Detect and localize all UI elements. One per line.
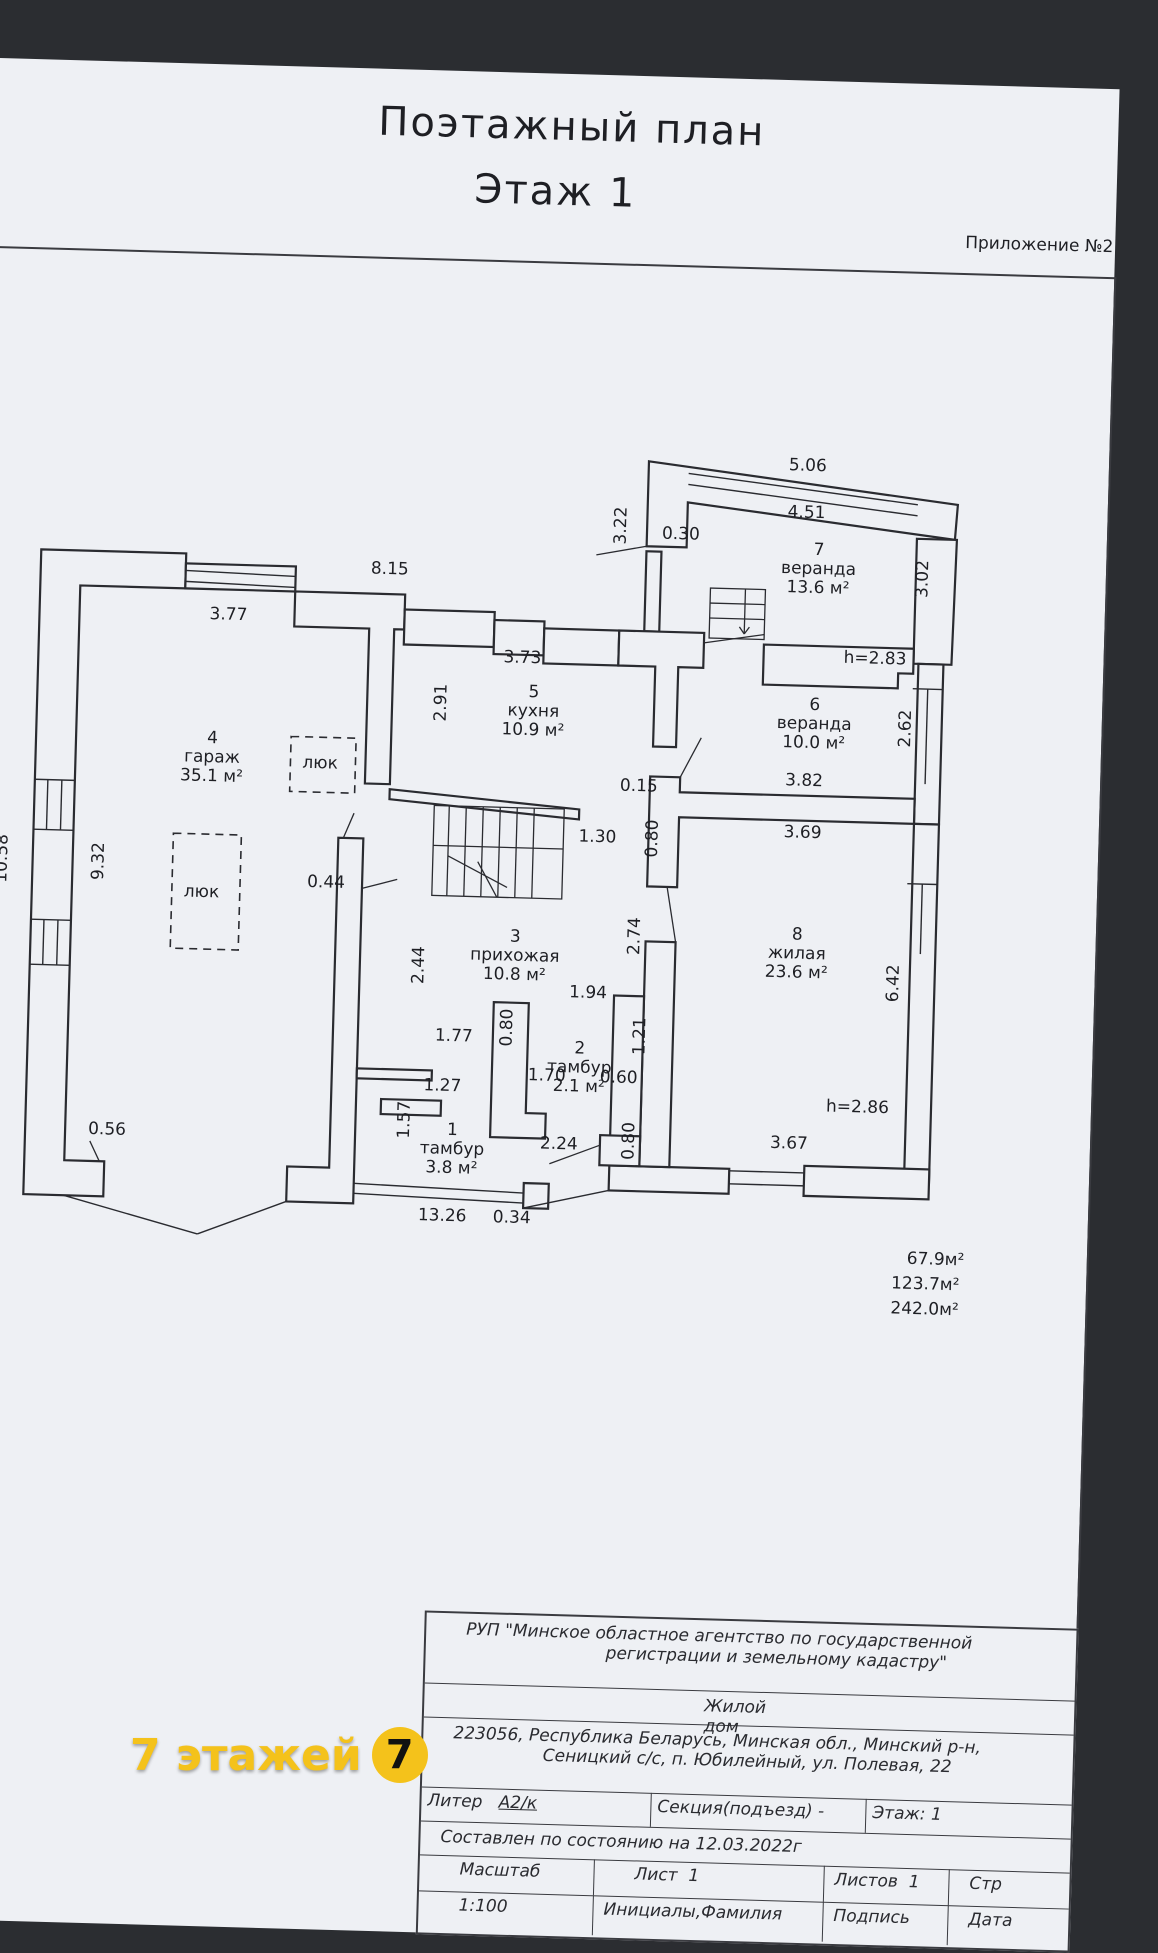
dim-2-24: 2.24 (539, 1133, 579, 1155)
dim-4-51: 4.51 (787, 502, 826, 524)
dim-0-60: 0.60 (599, 1067, 638, 1089)
dim-0-30: 0.30 (661, 523, 701, 545)
stamp-scale-label: Масштаб (418, 1854, 595, 1896)
stamp-scale-value: 1:100 (417, 1890, 594, 1936)
dim-2-74: 2.74 (624, 916, 646, 956)
dim-0-80-a: 0.80 (641, 819, 663, 858)
dim-2-62: 2.62 (895, 709, 917, 748)
dim-5-06: 5.06 (788, 455, 828, 477)
dim-h283: h=2.83 (843, 647, 907, 670)
dim-8-15: 8.15 (370, 558, 410, 580)
hatch-small-label: люк (302, 752, 339, 774)
dim-3-77: 3.77 (209, 604, 248, 626)
stamp-initials: Инициалы,Фамилия (592, 1895, 824, 1942)
dim-0-44: 0.44 (306, 871, 346, 893)
dim-1-30: 1.30 (578, 826, 617, 848)
hatch-large-label: люк (183, 881, 220, 903)
dim-6-42: 6.42 (882, 964, 904, 1003)
plan-sheet: Поэтажный план Этаж 1 Приложение №2 (0, 58, 1120, 1953)
hatch-large (169, 832, 243, 951)
dim-h286: h=2.86 (825, 1096, 890, 1119)
title-block: РУП "Минское областное агентство по госу… (415, 1610, 1079, 1953)
dim-1-94: 1.94 (568, 982, 608, 1004)
dim-3-02: 3.02 (912, 559, 934, 599)
total-area-2: 123.7м² (890, 1273, 960, 1296)
dim-1-27: 1.27 (423, 1075, 462, 1097)
floors-badge: 7 этажей 7 (130, 1725, 428, 1785)
dim-2-44: 2.44 (408, 945, 430, 985)
stamp-floor-cell: Этаж: 1 (872, 1803, 943, 1825)
dim-1-21: 1.21 (629, 1017, 651, 1056)
brand-logo-icon: 7 (371, 1727, 428, 1783)
dim-1-77: 1.77 (434, 1025, 473, 1047)
dim-0-56: 0.56 (87, 1118, 127, 1140)
dim-0-80-c: 0.80 (618, 1121, 640, 1161)
dim-3-67: 3.67 (769, 1132, 809, 1154)
dim-1-70: 1.70 (527, 1065, 566, 1087)
total-area-1: 67.9м² (906, 1248, 965, 1271)
stamp-page-cell: Стр (969, 1873, 1003, 1895)
floor-plan-walls (22, 460, 960, 1235)
dim-13-26: 13.26 (417, 1205, 467, 1227)
dim-1-57: 1.57 (393, 1100, 415, 1139)
dim-3-69: 3.69 (783, 822, 822, 844)
dim-3-73: 3.73 (503, 647, 542, 669)
stamp-date: Дата (968, 1909, 1013, 1931)
floors-badge-text: 7 этажей (130, 1729, 362, 1781)
dim-9-32: 9.32 (88, 841, 110, 881)
dim-0-80-b: 0.80 (496, 1008, 518, 1047)
dim-2-91: 2.91 (430, 683, 452, 722)
dim-3-82: 3.82 (784, 770, 824, 792)
stamp-signature: Подпись (822, 1901, 949, 1946)
dim-0-15: 0.15 (619, 775, 659, 797)
total-area-3: 242.0м² (890, 1298, 960, 1321)
dim-3-22: 3.22 (610, 506, 632, 545)
stamp-sheets-cell: Листов 1 (823, 1865, 950, 1906)
dim-0-34: 0.34 (492, 1207, 531, 1229)
hatch-small (288, 735, 357, 795)
dim-10-58: 10.58 (0, 833, 13, 883)
